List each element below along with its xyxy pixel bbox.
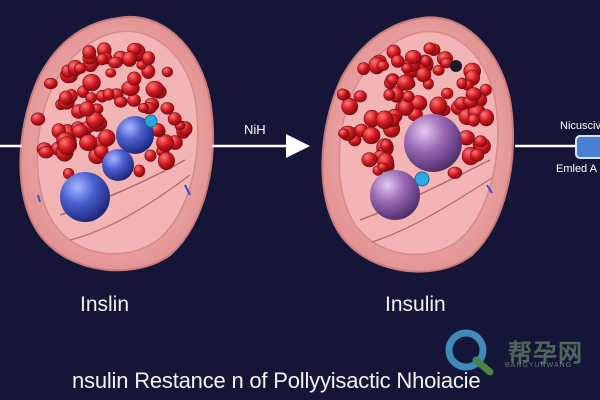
red-blood-cell (30, 112, 46, 126)
arrow-label: NiH (244, 122, 266, 137)
watermark-text: 帮孕网 (508, 340, 583, 367)
red-blood-cell (156, 134, 175, 152)
red-blood-cell (380, 139, 392, 152)
red-blood-cell (415, 67, 432, 83)
red-blood-cell (133, 164, 146, 178)
red-blood-cell (377, 162, 389, 172)
red-blood-cell (43, 77, 58, 90)
right-nucleus-bottom (370, 170, 420, 220)
red-blood-cell (391, 54, 405, 68)
red-blood-cell (57, 136, 77, 156)
diagram-caption: nsulin Restance n of Pollyyisactic Nhoia… (72, 368, 481, 393)
red-blood-cell (362, 126, 381, 145)
red-blood-cell (160, 102, 175, 115)
red-blood-cell (38, 146, 54, 159)
red-blood-cell (479, 83, 492, 96)
red-blood-cell (357, 62, 370, 76)
red-blood-cell (138, 103, 150, 114)
red-blood-cell (144, 149, 157, 162)
red-blood-cell (478, 109, 495, 127)
red-blood-cell (361, 152, 378, 168)
red-blood-cell (141, 51, 155, 66)
red-blood-cell (383, 89, 396, 101)
left-nucleus-top (116, 116, 154, 154)
red-blood-cell (157, 151, 175, 170)
connector-tube (515, 135, 600, 159)
red-blood-cell (456, 77, 468, 90)
red-blood-cell (85, 111, 104, 129)
red-blood-cell (102, 88, 115, 101)
process-arrow (0, 134, 310, 158)
left-cell-label: Inslin (80, 293, 130, 316)
red-blood-cell (58, 90, 73, 106)
red-blood-cell (338, 128, 350, 139)
red-blood-cell (423, 42, 437, 55)
red-blood-cell (375, 110, 394, 130)
red-blood-cell (79, 101, 95, 117)
red-blood-cell (97, 129, 116, 147)
connector-label-top: Nicusciv (560, 120, 600, 132)
red-blood-cell (376, 60, 389, 72)
right-red-blood-cells (336, 42, 495, 179)
red-blood-cell (470, 148, 485, 162)
red-blood-cell (167, 112, 182, 126)
red-blood-cell (447, 166, 463, 179)
red-blood-cell (402, 90, 415, 103)
left-marker-dot (144, 114, 158, 128)
red-blood-cell (336, 88, 349, 101)
right-marker-dot (414, 171, 430, 187)
red-blood-cell (82, 73, 101, 92)
connector-label-bottom: Emled A (556, 163, 597, 175)
red-blood-cell (341, 97, 359, 116)
right-large-nucleus (404, 114, 462, 172)
red-blood-cell (401, 63, 413, 74)
red-blood-cell (396, 74, 415, 91)
red-blood-cell (127, 71, 142, 86)
right-cell-label: Insulin (385, 293, 446, 316)
right-cell (321, 16, 515, 273)
red-blood-cell (441, 87, 454, 100)
left-large-nucleus (60, 172, 110, 222)
red-blood-cell (420, 55, 432, 67)
red-blood-cell (429, 96, 448, 116)
red-blood-cell (82, 45, 97, 60)
red-blood-cell (108, 56, 123, 69)
red-blood-cell (114, 96, 128, 108)
red-blood-cell (122, 51, 137, 67)
left-nucleus-middle (102, 149, 134, 181)
red-blood-cell (105, 68, 117, 78)
red-blood-cell (353, 90, 367, 103)
red-blood-cell (73, 62, 87, 74)
red-blood-cell (96, 53, 109, 66)
red-blood-cell (405, 49, 422, 65)
red-blood-cell (145, 80, 165, 98)
left-red-blood-cells (30, 42, 193, 180)
red-blood-cell (467, 113, 480, 127)
left-cell (19, 15, 215, 272)
red-blood-cell (127, 93, 141, 107)
red-blood-cell (432, 65, 445, 76)
red-blood-cell (465, 87, 482, 102)
watermark-subtext: BANGYUNWANG (505, 362, 573, 369)
watermark-logo-icon (445, 329, 494, 376)
red-blood-cell (71, 123, 89, 139)
red-blood-cell (79, 134, 98, 152)
red-blood-cell (161, 66, 173, 78)
red-blood-cell (474, 135, 488, 148)
right-dark-dot (450, 60, 462, 72)
red-blood-cell (94, 144, 109, 159)
